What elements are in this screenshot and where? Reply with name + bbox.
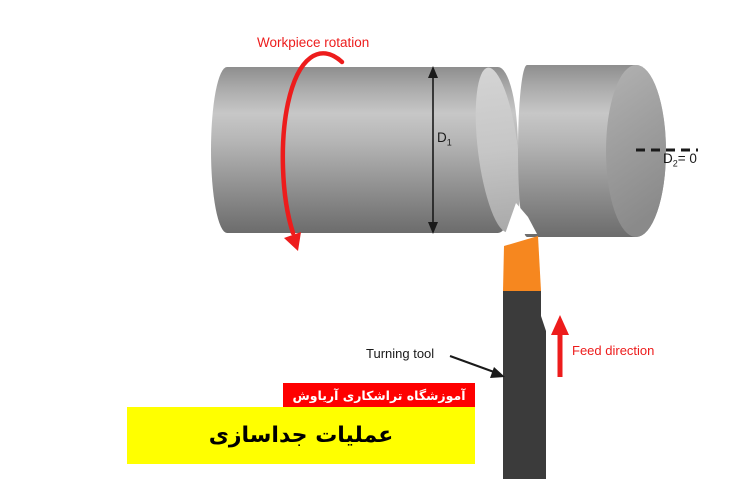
workpiece-rotation-arrowhead	[284, 232, 301, 251]
school-name-text: آموزشگاه تراشکاری آریاوش	[292, 387, 466, 403]
turning-tool-pointer-line	[449, 355, 495, 373]
workpiece-rotation-label: Workpiece rotation	[257, 35, 370, 50]
parting-cut-face	[475, 67, 521, 233]
cut-kerf-gap	[505, 203, 537, 234]
operation-title-text: عملیات جداسازی	[208, 423, 394, 448]
diameter-dimension-arrowhead-top	[428, 66, 438, 78]
d2-symbol: D	[663, 151, 673, 166]
tool-shank	[503, 291, 546, 479]
operation-title-banner: عملیات جداسازی	[127, 407, 475, 464]
workpiece-left-section	[211, 67, 518, 233]
turning-tool-pointer-arrowhead	[490, 367, 505, 378]
d1-dimension-label: D1	[437, 130, 452, 148]
turning-tool-label: Turning tool	[366, 346, 435, 361]
d2-subscript: 2	[672, 158, 678, 169]
diameter-dimension-arrowhead-bottom	[428, 222, 438, 234]
d2-value: = 0	[677, 151, 697, 166]
workpiece-rotation-arrow	[280, 51, 345, 236]
d1-subscript: 1	[446, 137, 452, 148]
feed-direction-arrowhead	[551, 315, 569, 335]
tool-insert-tip	[503, 236, 541, 291]
feed-direction-label: Feed direction	[572, 343, 655, 358]
d1-symbol: D	[437, 130, 447, 145]
d2-dimension-label: D2= 0	[663, 151, 697, 169]
school-name-banner: آموزشگاه تراشکاری آریاوش	[283, 383, 475, 407]
